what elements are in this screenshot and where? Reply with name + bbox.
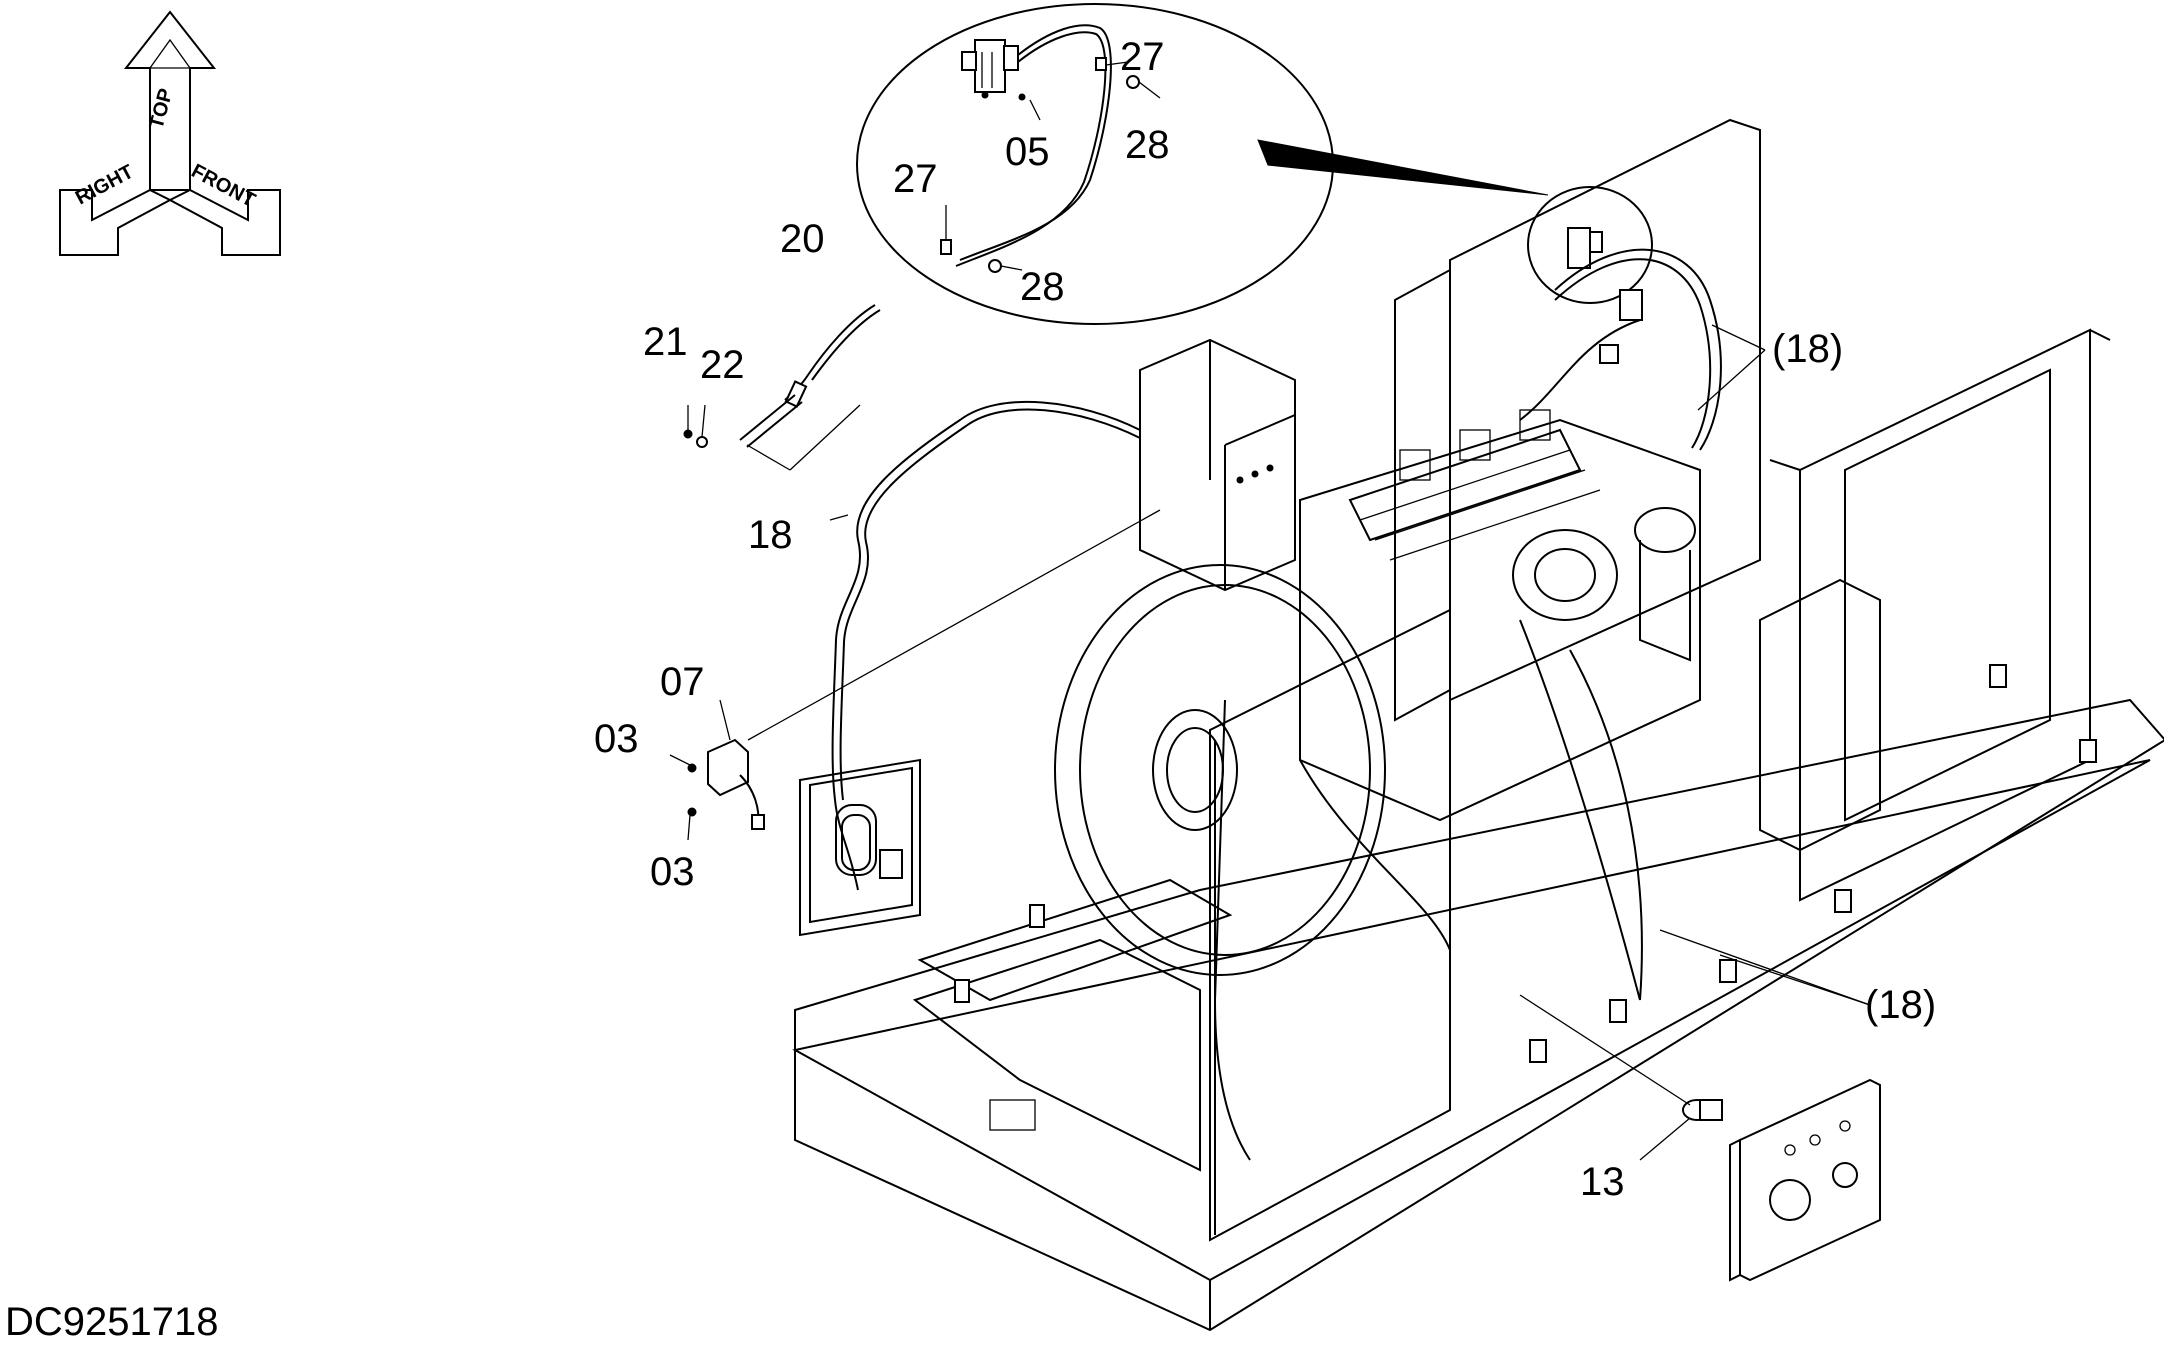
- side-panel: [1209, 608, 1451, 1242]
- callout-03-upper: 03: [594, 717, 639, 761]
- gauge-hole: [1769, 1179, 1811, 1221]
- clamp-icon: [1719, 959, 1737, 983]
- callout-27-lower: 27: [893, 157, 938, 201]
- callout-27-upper: 27: [1120, 35, 1165, 79]
- clamp-icon: [1989, 664, 2007, 688]
- washer-icon: [683, 429, 693, 439]
- flywheel-housing: [1054, 564, 1386, 976]
- callout-22: 22: [700, 343, 745, 387]
- clamp-icon: [1529, 1039, 1547, 1063]
- part-07-module: [669, 509, 1161, 841]
- washer-icon: [696, 436, 708, 448]
- engine-assembly: [792, 118, 2164, 1332]
- callout-13: 13: [1580, 1160, 1625, 1204]
- clamp-icon: [1029, 904, 1045, 928]
- detail-source-circle: [1527, 186, 1653, 304]
- callout-03-lower: 03: [650, 850, 695, 894]
- callout-18: 18: [748, 513, 793, 557]
- radiator-plate: [1449, 118, 1761, 702]
- callout-28-upper: 28: [1125, 123, 1170, 167]
- callout-28-lower: 28: [1020, 265, 1065, 309]
- wire-harness: [831, 248, 2097, 1161]
- front-arrow-icon: [167, 188, 281, 256]
- turbocharger: [1512, 529, 1618, 621]
- top-arrow-icon: [123, 10, 217, 191]
- connector-panel: [799, 758, 921, 937]
- part-13-assembly: [1519, 994, 1881, 1282]
- sensor-cable: [683, 304, 881, 471]
- relay-icon: [1567, 227, 1591, 269]
- rear-frame: [1799, 328, 2091, 902]
- relay-icon: [961, 39, 1019, 99]
- detail-bubble: [856, 3, 1653, 325]
- screw-icon: [687, 763, 697, 773]
- callout-07: 07: [660, 660, 705, 704]
- detail-leader: [1257, 139, 1549, 196]
- leader-lines: [829, 324, 1871, 1006]
- drawing-id: DC9251718: [5, 1300, 219, 1344]
- clamp-icon: [1609, 999, 1627, 1023]
- clip-icon: [1095, 57, 1107, 71]
- screw-icon: [1018, 93, 1026, 101]
- harness-detail: [959, 24, 1112, 261]
- right-arrow-icon: [59, 188, 173, 256]
- orientation-indicator: TOP RIGHT FRONT: [59, 10, 281, 256]
- clamp-icon: [1834, 889, 1852, 913]
- nut-icon: [988, 259, 1002, 273]
- gauge-panel: [1739, 1078, 1881, 1282]
- tank: [1759, 578, 1881, 852]
- callout-05: 05: [1005, 130, 1050, 174]
- callout-18-upper: (18): [1772, 327, 1843, 371]
- clip-icon: [940, 239, 952, 255]
- callout-20: 20: [780, 217, 825, 261]
- clamp-icon: [954, 979, 970, 1003]
- screw-icon: [687, 807, 697, 817]
- clamp-icon: [2079, 739, 2097, 763]
- connector-icon: [835, 804, 877, 876]
- callout-21: 21: [643, 320, 688, 364]
- callout-18-lower: (18): [1865, 983, 1936, 1027]
- base-frame: [794, 698, 2164, 1332]
- module-icon: [707, 738, 749, 797]
